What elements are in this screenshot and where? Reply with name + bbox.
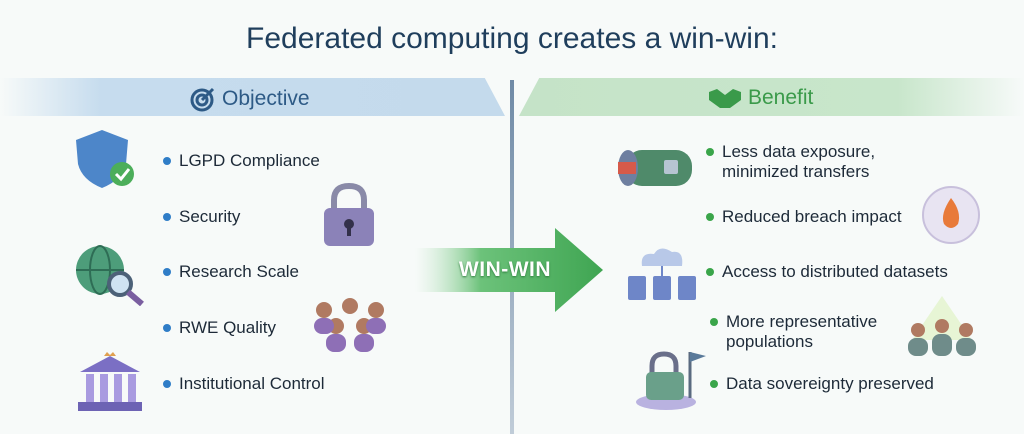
item-label: Less data exposure, minimized transfers — [722, 142, 876, 181]
item-label: LGPD Compliance — [179, 151, 320, 170]
bullet-icon — [710, 318, 718, 326]
bullet-icon — [163, 157, 171, 165]
bullet-icon — [710, 380, 718, 388]
benefit-item-data-sovereignty: Data sovereignty preserved — [710, 374, 934, 394]
data-pipe-lock-icon — [618, 150, 692, 186]
item-label: RWE Quality — [179, 318, 276, 337]
item-label: More representative populations — [726, 312, 878, 351]
objective-item-security: Security — [163, 207, 240, 227]
page-title: Federated computing creates a win-win: — [246, 22, 778, 55]
item-label: Data sovereignty preserved — [726, 374, 934, 393]
item-label: Reduced breach impact — [722, 207, 902, 226]
bullet-icon — [706, 148, 714, 156]
bullet-icon — [706, 268, 714, 276]
item-label: Institutional Control — [179, 374, 325, 393]
benefit-item-representative-populations: More representative populations — [710, 312, 900, 352]
objective-header: Objective — [190, 86, 310, 112]
shield-check-icon — [76, 130, 134, 188]
objective-header-band — [0, 78, 505, 116]
spotlight-population-icon — [908, 296, 976, 356]
benefit-label: Benefit — [748, 86, 814, 109]
objective-label: Objective — [222, 87, 310, 110]
objective-item-rwe-quality: RWE Quality — [163, 318, 276, 338]
handshake-icon — [709, 89, 741, 108]
lock-flag-icon — [636, 351, 706, 410]
item-label: Research Scale — [179, 262, 300, 281]
bullet-icon — [706, 213, 714, 221]
bullet-icon — [163, 324, 171, 332]
item-label: Security — [179, 207, 241, 226]
item-label: Access to distributed datasets — [722, 262, 948, 281]
win-win-label: WIN-WIN — [458, 258, 552, 281]
win-win-arrow — [415, 228, 603, 312]
cloud-servers-icon — [628, 248, 696, 300]
benefit-item-reduced-breach: Reduced breach impact — [706, 207, 902, 227]
target-icon — [190, 87, 215, 112]
people-group-icon — [314, 298, 386, 352]
benefit-item-distributed-datasets: Access to distributed datasets — [706, 262, 948, 282]
objective-item-institutional-control: Institutional Control — [163, 374, 325, 394]
globe-magnifier-icon — [76, 245, 144, 306]
objective-item-lgpd: LGPD Compliance — [163, 151, 320, 171]
benefit-header: Benefit — [708, 86, 813, 110]
breach-fire-icon — [922, 186, 980, 244]
benefit-item-less-exposure: Less data exposure, minimized transfers — [706, 142, 906, 182]
objective-item-research-scale: Research Scale — [163, 262, 299, 282]
bullet-icon — [163, 380, 171, 388]
padlock-icon — [324, 182, 374, 246]
institution-building-icon — [78, 352, 142, 411]
bullet-icon — [163, 268, 171, 276]
bullet-icon — [163, 213, 171, 221]
benefit-header-band — [519, 78, 1024, 116]
